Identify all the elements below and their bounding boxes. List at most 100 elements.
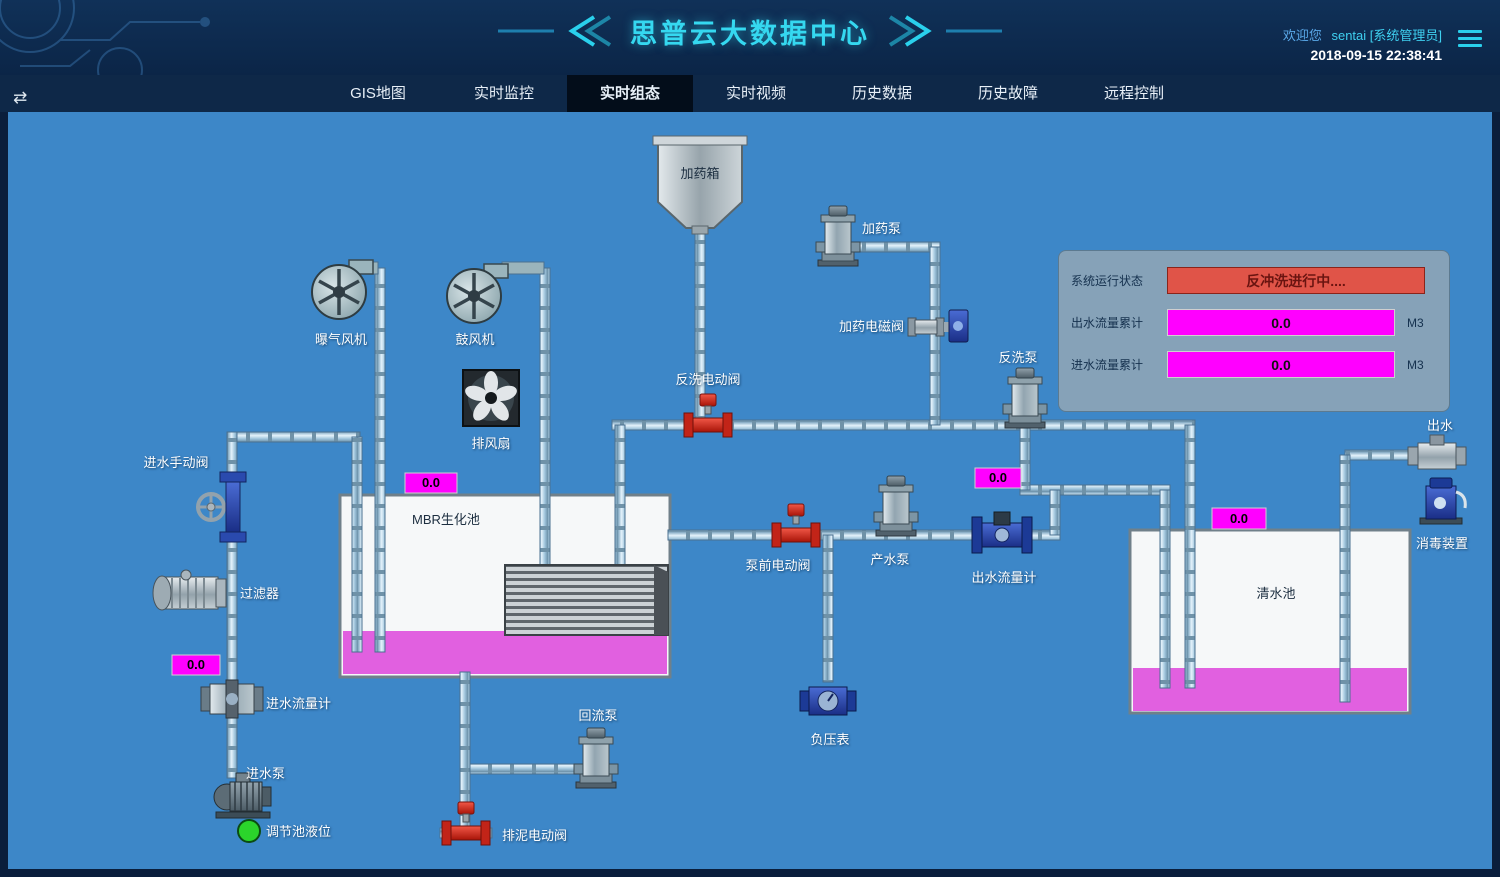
title-decoration-left <box>498 15 612 47</box>
system-status-value: 反冲洗进行中.... <box>1167 267 1425 294</box>
label-aeration-fan: 曝气风机 <box>315 332 367 347</box>
collapse-toggle-icon[interactable]: ⇄ <box>13 88 28 107</box>
status-label: 系统运行状态 <box>1071 274 1144 288</box>
tab-remote-control[interactable]: 远程控制 <box>1103 85 1164 102</box>
outlet-flowmeter <box>971 511 1033 554</box>
clean-water-tank <box>1128 528 1412 715</box>
value-display-clean-tank: 0.0 <box>1211 507 1267 530</box>
membrane-edge <box>654 565 668 635</box>
pipe-segment <box>374 267 386 653</box>
username: sentai [系统管理员] <box>1331 28 1442 43</box>
page-title: 思普云大数据中心 <box>630 18 870 49</box>
outflow-total-value: 0.0 <box>1167 309 1395 336</box>
circuit-decoration <box>0 0 210 75</box>
tab-realtime-scada[interactable]: 实时组态 <box>567 75 693 112</box>
value-text: 0.0 <box>989 470 1007 485</box>
tank-level-indicator <box>237 819 261 843</box>
label-exhaust-fan: 排风扇 <box>471 436 510 451</box>
status-row-outflow: 出水流量累计 0.0 M3 <box>1071 309 1443 336</box>
user-info[interactable]: 欢迎您 sentai [系统管理员] <box>1283 25 1442 44</box>
value-display-mbr: 0.0 <box>404 472 458 494</box>
label-inlet-manual-valve: 进水手动阀 <box>143 455 208 470</box>
label-outlet-flowmeter: 出水流量计 <box>971 570 1036 585</box>
tab-realtime-monitor[interactable]: 实时监控 <box>473 85 534 102</box>
status-panel: 系统运行状态 反冲洗进行中.... 出水流量累计 0.0 M3 进水流量累计 0… <box>1058 250 1450 412</box>
inflow-total-value: 0.0 <box>1167 351 1395 378</box>
value-box <box>1211 507 1267 530</box>
label-blower: 鼓风机 <box>455 332 494 347</box>
membrane-module <box>504 564 669 636</box>
tab-history-fault[interactable]: 历史故障 <box>977 85 1038 102</box>
label-tank-level: 调节池液位 <box>266 824 331 839</box>
label-reflux-pump: 回流泵 <box>578 708 617 723</box>
label-mbr-tank: MBR生化池 <box>412 512 480 527</box>
value-text: 0.0 <box>1230 511 1248 526</box>
label-dosing-tank: 加药箱 <box>680 166 719 181</box>
value-box <box>974 467 1022 489</box>
status-row-system: 系统运行状态 反冲洗进行中.... <box>1071 267 1443 294</box>
label-disinfection: 消毒装置 <box>1416 536 1468 551</box>
pipe-segment <box>351 436 363 653</box>
datetime: 2018-09-15 22:38:41 <box>1310 47 1442 63</box>
label-clean-tank: 清水池 <box>1256 586 1295 601</box>
label-outlet: 出水 <box>1427 418 1453 433</box>
pipe-segment <box>464 763 584 775</box>
disinfection-device[interactable] <box>1418 476 1467 526</box>
status-unit: M3 <box>1407 315 1424 330</box>
label-product-pump: 产水泵 <box>870 552 909 567</box>
exhaust-fan[interactable] <box>462 369 520 427</box>
tank-liquid <box>1133 668 1407 711</box>
inlet-flowmeter <box>200 679 264 719</box>
backwash-electric-valve[interactable] <box>683 393 733 438</box>
label-backwash-valve: 反洗电动阀 <box>675 372 740 387</box>
navbar: GIS地图 实时监控 实时组态 实时视频 历史数据 历史故障 远程控制 <box>0 75 1500 112</box>
title-bar: 思普云大数据中心 <box>0 8 1500 54</box>
label-inlet-flowmeter: 进水流量计 <box>266 696 331 711</box>
pipe-segment <box>226 431 361 443</box>
dosing-pump[interactable] <box>815 205 861 267</box>
value-display-inlet-meter: 0.0 <box>171 654 221 676</box>
header: 思普云大数据中心 欢迎您 sentai [系统管理员] 2018-09-15 2… <box>0 0 1500 75</box>
filter-device[interactable] <box>152 569 227 611</box>
label-backwash-pump: 反洗泵 <box>998 350 1037 365</box>
label-vacuum-gauge: 负压表 <box>810 732 849 747</box>
status-label: 进水流量累计 <box>1071 358 1144 372</box>
welcome-text: 欢迎您 <box>1282 28 1322 43</box>
vacuum-gauge <box>799 686 857 716</box>
dosing-tank[interactable] <box>652 135 748 235</box>
status-unit: M3 <box>1407 357 1424 372</box>
product-pump[interactable] <box>873 475 919 537</box>
tab-history-data[interactable]: 历史数据 <box>851 85 912 102</box>
aeration-fan[interactable] <box>310 258 375 321</box>
label-prepump-valve: 泵前电动阀 <box>745 558 810 573</box>
pipe-segment <box>614 424 626 566</box>
pipe-segment <box>1159 489 1171 689</box>
pipe-segment <box>226 431 238 779</box>
inlet-manual-valve[interactable] <box>196 470 248 544</box>
label-dosing-pump: 加药泵 <box>862 221 901 236</box>
pipe-segment <box>1339 454 1351 703</box>
menu-icon[interactable] <box>1458 26 1482 51</box>
blower-fan[interactable] <box>445 262 510 325</box>
tab-realtime-video[interactable]: 实时视频 <box>725 85 786 102</box>
reflux-pump[interactable] <box>573 727 619 789</box>
title-decoration-right <box>888 15 1002 47</box>
value-box <box>404 472 458 494</box>
label-filter: 过滤器 <box>240 586 279 601</box>
tank-liquid <box>343 631 667 674</box>
pipe-segment <box>1019 484 1171 496</box>
label-dosing-solenoid: 加药电磁阀 <box>839 319 904 334</box>
pipe-segment <box>847 241 941 253</box>
pipe-segment <box>1184 424 1196 689</box>
value-text: 0.0 <box>187 657 205 672</box>
prepump-electric-valve[interactable] <box>771 503 821 548</box>
label-inlet-pump: 进水泵 <box>246 766 285 781</box>
outlet-device[interactable] <box>1407 434 1467 470</box>
status-label: 出水流量累计 <box>1071 316 1144 330</box>
backwash-pump[interactable] <box>1002 367 1048 429</box>
value-box <box>171 654 221 676</box>
value-text: 0.0 <box>422 475 440 490</box>
pipe-segment <box>539 267 551 566</box>
tab-gis-map[interactable]: GIS地图 <box>350 85 406 102</box>
pipe-segment <box>1049 489 1061 536</box>
